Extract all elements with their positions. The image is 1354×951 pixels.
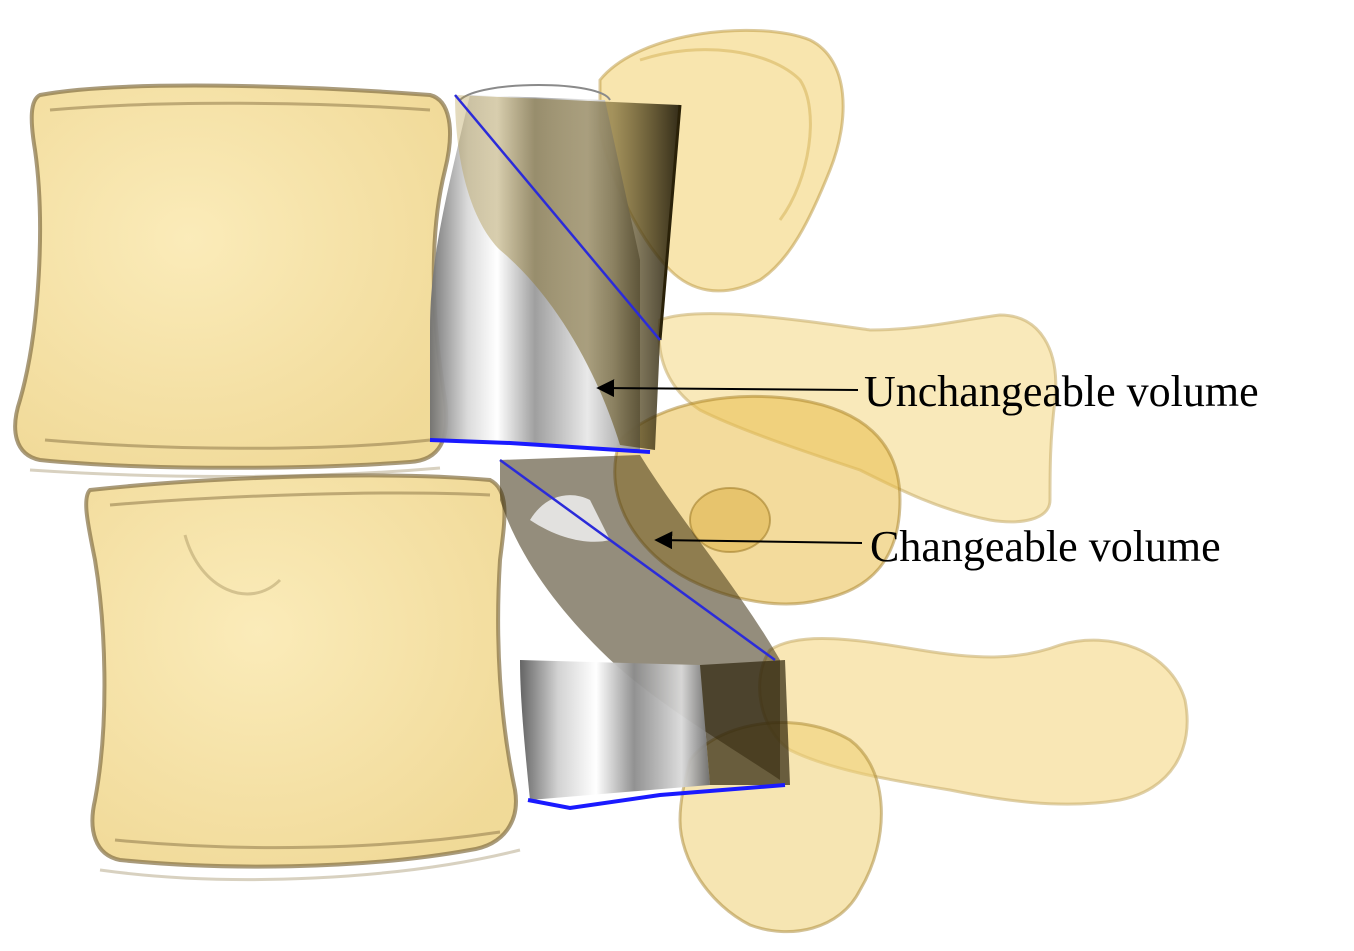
lower-cylinder — [520, 660, 790, 800]
changeable-volume-label: Changeable volume — [870, 525, 1221, 569]
upper-vertebral-body — [15, 86, 450, 477]
lower-vertebral-body — [86, 475, 520, 879]
unchangeable-volume-label: Unchangeable volume — [864, 370, 1259, 414]
